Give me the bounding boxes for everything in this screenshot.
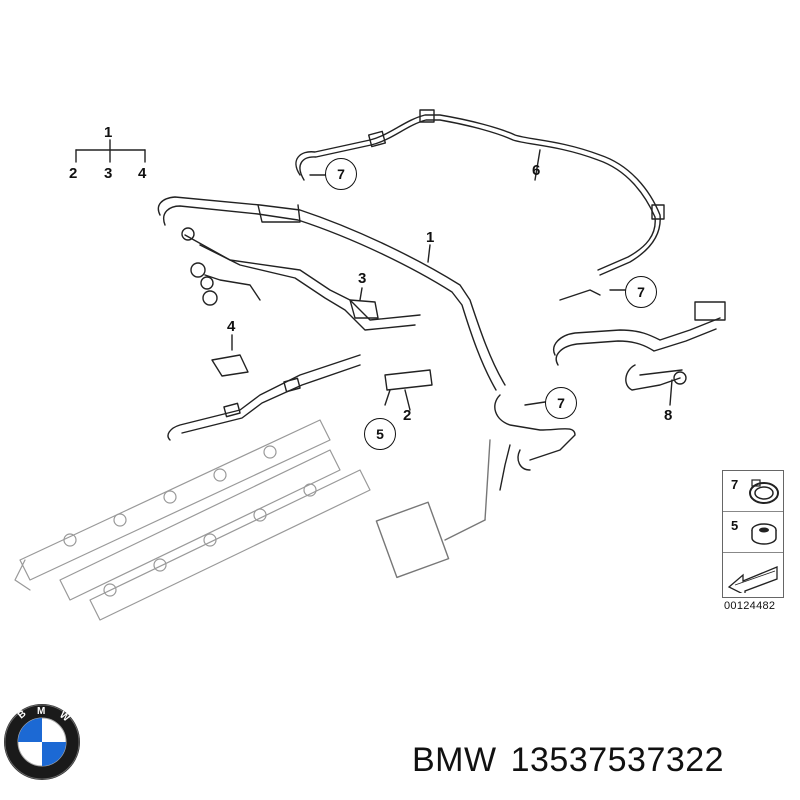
legend-row-washer: 5: [723, 512, 783, 553]
callout-2: 2: [403, 407, 412, 424]
callout-7-circle-b: 7: [625, 276, 657, 308]
callout-2-left: 2: [69, 165, 78, 182]
bmw-logo-icon: B M W: [4, 704, 80, 780]
callout-7-circle-a: 7: [325, 158, 357, 190]
callout-4: 4: [227, 318, 236, 335]
diagram-code: 00124482: [724, 600, 776, 612]
leader-1: [427, 244, 431, 263]
brand-name: BMW: [412, 741, 497, 779]
part-number: 13537537322: [510, 741, 725, 779]
legend-number: 7: [731, 477, 739, 492]
legend-number: 5: [731, 518, 739, 533]
callout-1-top: 1: [104, 124, 113, 141]
parts-legend: 7 5: [722, 470, 784, 598]
hose-6: [295, 114, 661, 276]
callout-1-main: 1: [426, 229, 435, 246]
callout-3-left: 3: [104, 165, 113, 182]
legend-row-clamp: 7: [723, 471, 783, 512]
clamp-icon: [749, 479, 779, 504]
legend-row-arrow: [723, 553, 783, 597]
callout-3: 3: [358, 270, 367, 287]
rail-pipe-1: [157, 196, 506, 386]
callout-8: 8: [664, 407, 673, 424]
washer-icon: [751, 523, 777, 545]
svg-text:M: M: [37, 706, 45, 717]
direction-arrow-icon: [727, 566, 778, 593]
callout-4-left: 4: [138, 165, 147, 182]
callout-5-circle: 5: [364, 418, 396, 450]
callout-6: 6: [532, 162, 541, 179]
footer-part-info: BMW 13537537322: [412, 741, 738, 780]
callout-7-circle-c: 7: [545, 387, 577, 419]
